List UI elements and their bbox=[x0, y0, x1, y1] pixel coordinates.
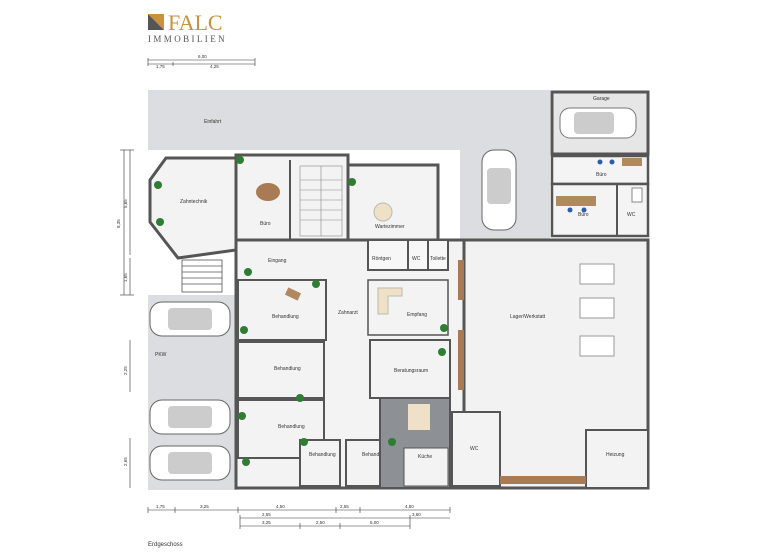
room-buero-left: Büro bbox=[260, 221, 271, 227]
warehouse bbox=[579, 263, 615, 357]
floor-caption: Erdgeschoss bbox=[148, 542, 183, 548]
kitchen bbox=[379, 397, 451, 489]
room-heizung: Heizung bbox=[606, 452, 625, 458]
room-kuche: Küche bbox=[418, 454, 432, 460]
room-lager: Lager/Werkstatt bbox=[510, 314, 546, 320]
room-behandlung1: Behandlung bbox=[272, 314, 299, 320]
room-wc-lower: WC bbox=[470, 446, 479, 452]
room-garage: Garage bbox=[593, 96, 610, 102]
room-wc-mid: WC bbox=[412, 256, 421, 262]
room-behandlung4: Behandlung bbox=[309, 452, 336, 458]
room-empfang: Empfang bbox=[407, 312, 427, 318]
room-wc-right: WC bbox=[627, 212, 636, 218]
dim-left-total: 8,35 bbox=[116, 219, 121, 228]
top-dimensions bbox=[147, 58, 256, 66]
treatment-rooms bbox=[237, 279, 403, 487]
dim-bot-f: 2,55 bbox=[262, 512, 271, 517]
room-rontgen: Röntgen bbox=[372, 256, 391, 262]
dim-bot-d: 2,55 bbox=[340, 504, 349, 509]
room-toilette: Toilette bbox=[430, 256, 446, 262]
desk-behandlung1 bbox=[284, 287, 302, 301]
brand-subtitle: IMMOBILIEN bbox=[148, 34, 227, 44]
room-behandlung3: Behandlung bbox=[278, 424, 305, 430]
room-zahntechnik: Zahntechnik bbox=[180, 199, 208, 205]
dim-top-a: 1,75 bbox=[156, 64, 165, 69]
dim-bot-i: 2,50 bbox=[316, 520, 325, 525]
dim-bot-e: 4,50 bbox=[405, 504, 414, 509]
room-behandlung5: Behandlung bbox=[362, 452, 389, 458]
room-zahnarzt: Zahnarzt bbox=[338, 310, 358, 316]
desk-buero-left bbox=[256, 183, 280, 201]
dim-bot-j: 5,00 bbox=[370, 520, 379, 525]
room-behandlung2: Behandlung bbox=[274, 366, 301, 372]
room-pkw: PKW bbox=[155, 352, 167, 358]
plant-icons bbox=[154, 156, 448, 466]
room-einfahrt: Einfahrt bbox=[204, 119, 222, 125]
left-dimensions bbox=[120, 149, 134, 488]
bottom-dimensions bbox=[147, 507, 451, 529]
heating-room bbox=[585, 429, 649, 489]
room-beratungsraum: Beratungsraum bbox=[394, 368, 428, 374]
office-right bbox=[550, 182, 650, 238]
dim-bot-h: 3,25 bbox=[262, 520, 271, 525]
car-driveway bbox=[481, 149, 517, 231]
room-eingang: Eingang bbox=[268, 258, 287, 264]
consulting-room bbox=[369, 339, 451, 399]
parking bbox=[149, 301, 231, 481]
dim-left-d: 2,65 bbox=[123, 457, 128, 466]
xray-block bbox=[367, 239, 449, 271]
dim-bot-c: 4,50 bbox=[276, 504, 285, 509]
staircase bbox=[299, 165, 343, 237]
wall-cabinets bbox=[458, 260, 586, 484]
falc-logo: FALC IMMOBILIEN bbox=[148, 10, 227, 44]
garage bbox=[550, 90, 650, 156]
dim-left-a: 5,65 bbox=[123, 199, 128, 208]
room-wartezimmer: Wartezimmer bbox=[375, 224, 405, 230]
wc-lower-room bbox=[451, 411, 501, 487]
dim-top-b: 4,25 bbox=[210, 64, 219, 69]
dim-left-c: 2,25 bbox=[123, 366, 128, 375]
dim-top-total: 6,00 bbox=[198, 54, 207, 59]
brand-name: FALC bbox=[168, 10, 223, 35]
waiting-table bbox=[373, 202, 393, 222]
room-buero-right: Büro bbox=[578, 212, 589, 218]
dim-bot-b: 3,25 bbox=[200, 504, 209, 509]
dim-bot-a: 1,75 bbox=[156, 504, 165, 509]
dim-left-b: 1,65 bbox=[123, 273, 128, 282]
room-buero-top: Büro bbox=[596, 172, 607, 178]
reception bbox=[367, 279, 449, 336]
outer-stairs bbox=[181, 259, 223, 293]
dim-bot-g: 3,60 bbox=[412, 512, 421, 517]
office-top-right bbox=[550, 154, 650, 186]
